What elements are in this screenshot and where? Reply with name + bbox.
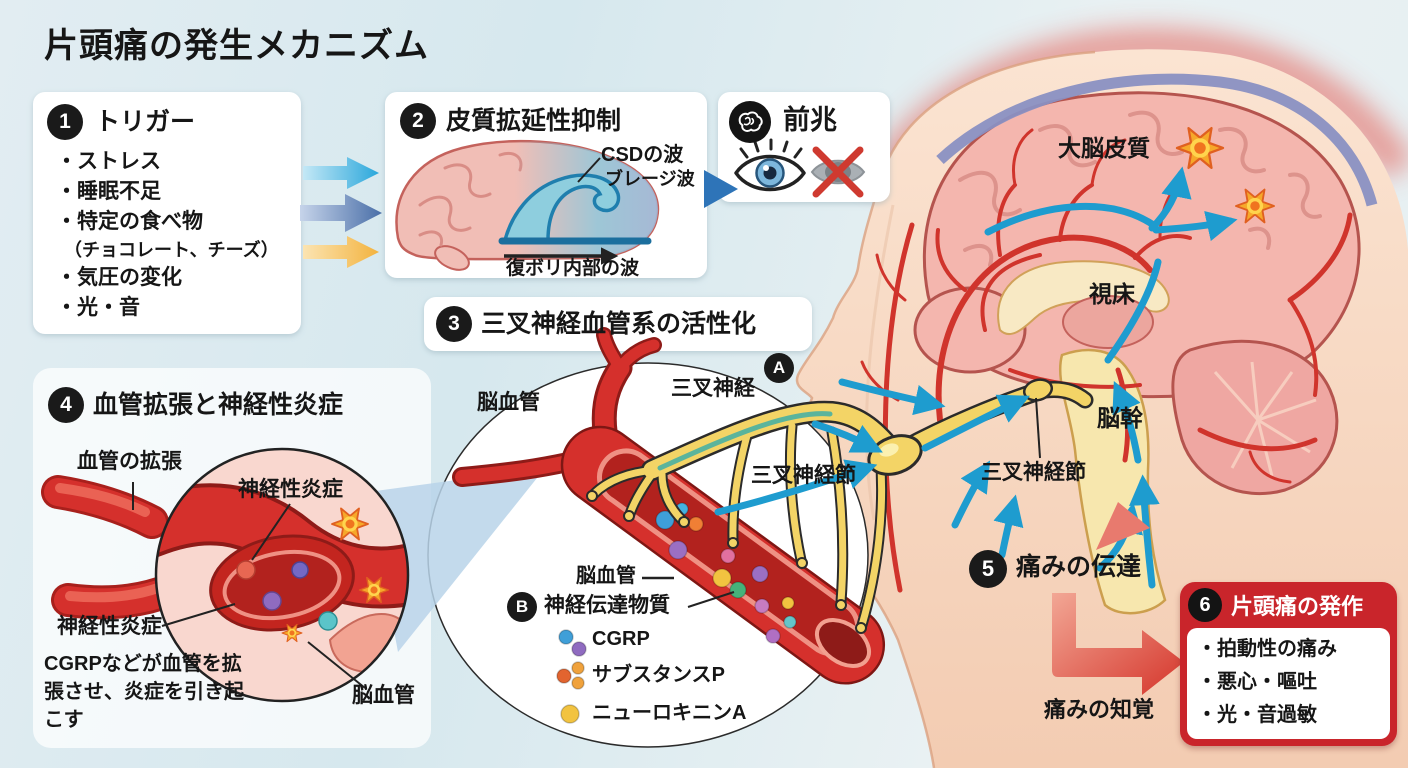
legend-cgrp: CGRP xyxy=(592,628,650,650)
brainstem-label: 脳幹 xyxy=(1097,405,1143,431)
pain-perception-arrow xyxy=(1052,593,1184,695)
step5-title: 痛みの伝達 xyxy=(1016,553,1142,581)
dilation-label: 血管の拡張 xyxy=(77,450,182,473)
inflammation-label-top: 神経性炎症 xyxy=(238,478,343,501)
vessel-label-bottom: 脳血管 xyxy=(576,565,636,587)
list-item: ・特定の食べ物 xyxy=(56,210,203,233)
pain-transmission-arrows xyxy=(1052,502,1184,695)
trigger-list: ・ストレス ・睡眠不足 ・特定の食べ物 （チョコレート、チーズ） ・気圧の変化 … xyxy=(56,147,279,323)
legend-neurokinin-a: ニューロキニンA xyxy=(592,702,747,724)
step6-title: 片頭痛の発作 xyxy=(1231,594,1364,619)
step1-title: トリガー xyxy=(95,108,196,136)
inflammation-label-left: 神経性炎症 xyxy=(57,615,162,638)
corpus-callosum xyxy=(997,260,1170,336)
internal-wave-label: 復ボリ内部の波 xyxy=(506,258,640,279)
vessel-label-magnifier: 脳血管 xyxy=(352,684,415,707)
badge-b: B xyxy=(507,592,537,622)
list-item: ・光・音過敏 xyxy=(1197,704,1317,726)
step5-badge: 5 xyxy=(969,550,1007,588)
list-item: ・拍動性の痛み xyxy=(1197,638,1337,660)
list-item: ・気圧の変化 xyxy=(56,266,182,289)
step1-badge: 1 xyxy=(47,104,83,140)
spread-wave-label: ブレージ波 xyxy=(605,169,695,189)
trigeminal-nerve-label: 三叉神経 xyxy=(671,377,755,400)
ganglion-label-left: 三叉神経節 xyxy=(751,464,856,487)
page-title: 片頭痛の発生メカニズム xyxy=(44,27,429,65)
thalamus-shape xyxy=(1062,295,1154,349)
cortex-label: 大脳皮質 xyxy=(1058,135,1150,161)
list-item: ・光・音 xyxy=(56,296,140,319)
legend-substance-p: サブスタンスP xyxy=(592,664,725,686)
aura-title: 前兆 xyxy=(783,105,837,135)
wave-shape xyxy=(502,173,621,242)
csd-wave-label: CSDの波 xyxy=(601,144,684,166)
list-item: ・ストレス xyxy=(56,150,161,173)
signal-arrows xyxy=(714,166,1238,589)
vision-loss-icon xyxy=(810,146,866,198)
transmitter-label: 神経伝達物質 xyxy=(544,594,670,617)
list-item: （チョコレート、チーズ） xyxy=(64,240,279,260)
cgrp-note: CGRPなどが血管を拡張させ、炎症を引き起こす xyxy=(44,653,244,731)
attack-header: 6 片頭痛の発作 xyxy=(1180,582,1397,624)
pointer-lines xyxy=(132,397,1041,689)
step3-badge: 3 xyxy=(436,306,472,342)
step4-title: 血管拡張と神経性炎症 xyxy=(93,391,344,419)
list-item: ・睡眠不足 xyxy=(56,180,161,203)
thalamus-label: 視床 xyxy=(1089,281,1135,307)
csd-brain xyxy=(395,139,660,271)
list-item: ・悪心・嘔吐 xyxy=(1197,671,1317,693)
pain-perception-label: 痛みの知覚 xyxy=(1044,697,1155,722)
legend-dots xyxy=(556,629,587,724)
ganglion-label-right: 三叉神経節 xyxy=(981,461,1086,484)
vessel-label-top: 脳血管 xyxy=(477,391,540,414)
trigger-arrows xyxy=(300,157,738,268)
nerve-endings xyxy=(586,490,867,634)
to-aura-arrow xyxy=(704,170,738,208)
step6-badge: 6 xyxy=(1188,588,1222,622)
brain-icon xyxy=(729,101,771,143)
eye-icon xyxy=(734,138,806,192)
attack-symptom-list: ・拍動性の痛み ・悪心・嘔吐 ・光・音過敏 xyxy=(1187,628,1390,739)
meninges-band xyxy=(936,73,1378,207)
brainstem-shape xyxy=(1058,348,1167,615)
step3-title: 三叉神経血管系の活性化 xyxy=(481,310,757,338)
step4-badge: 4 xyxy=(48,387,84,423)
step2-title: 皮質拡延性抑制 xyxy=(446,107,622,135)
brain-illustration xyxy=(860,73,1378,615)
attack-box: 6 片頭痛の発作 ・拍動性の痛み ・悪心・嘔吐 ・光・音過敏 xyxy=(1180,582,1397,746)
badge-a: A xyxy=(764,353,794,383)
magnifier-wedge xyxy=(368,468,545,652)
step2-badge: 2 xyxy=(400,103,436,139)
